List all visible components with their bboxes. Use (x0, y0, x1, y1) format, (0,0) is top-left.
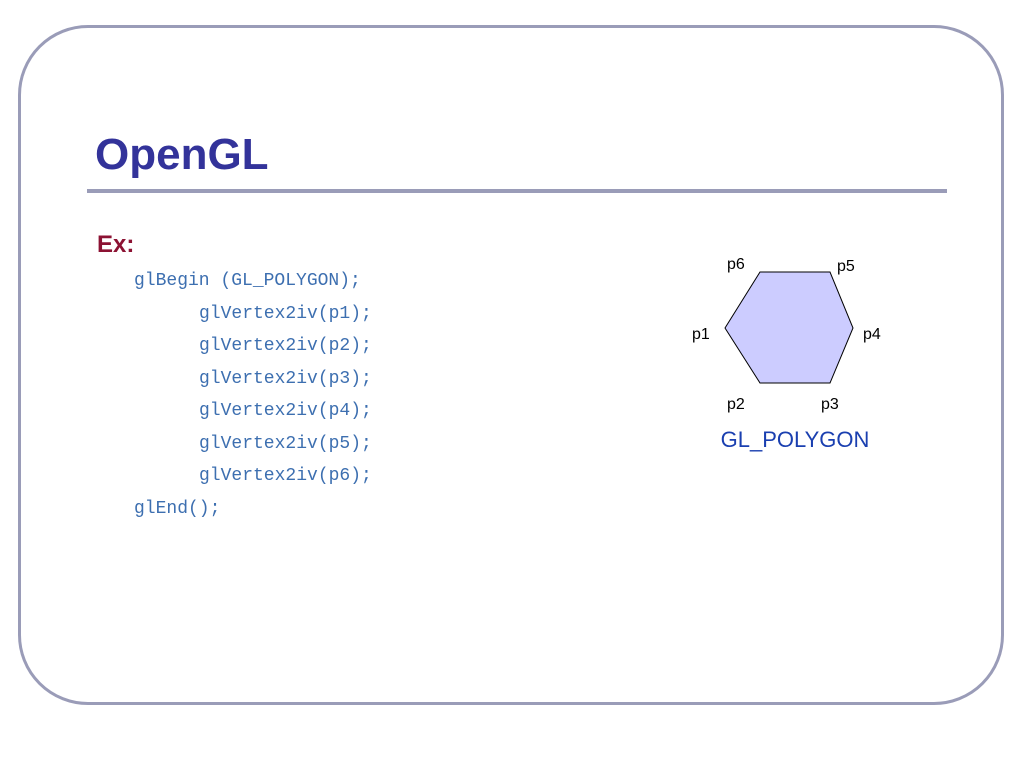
code-listing: glBegin (GL_POLYGON); glVertex2iv(p1); g… (134, 265, 372, 525)
code-line-vertex-p2: glVertex2iv(p2); (199, 336, 372, 356)
code-line-vertex-p1: glVertex2iv(p1); (199, 303, 372, 324)
slide-title: OpenGL (95, 130, 269, 179)
code-line-vertex-p6: glVertex2iv(p6); (199, 466, 372, 486)
slide-frame (18, 25, 1004, 705)
code-line-vertex-p5: glVertex2iv(p5); (199, 433, 372, 454)
hexagon-polygon (724, 271, 854, 384)
example-label: Ex: (97, 231, 135, 258)
code-line-begin: glBegin (GL_POLYGON); (134, 271, 361, 291)
code-line-end: glEnd(); (134, 498, 221, 519)
title-underline (87, 189, 947, 193)
polygon-diagram-svg: p1 p2 p3 p4 p5 p6 GL_POLYGON (692, 256, 881, 452)
code-line-vertex-p3: glVertex2iv(p3); (199, 368, 372, 389)
vertex-label-p4: p4 (863, 326, 881, 343)
polygon-caption: GL_POLYGON (721, 427, 870, 452)
vertex-label-p1: p1 (692, 326, 710, 343)
vertex-label-p2: p2 (727, 396, 745, 413)
vertex-label-p5: p5 (837, 258, 855, 275)
vertex-label-p6: p6 (727, 256, 745, 273)
polygon-diagram: p1 p2 p3 p4 p5 p6 GL_POLYGON (680, 245, 910, 465)
vertex-label-p3: p3 (821, 396, 839, 413)
code-line-vertex-p4: glVertex2iv(p4); (199, 401, 372, 421)
